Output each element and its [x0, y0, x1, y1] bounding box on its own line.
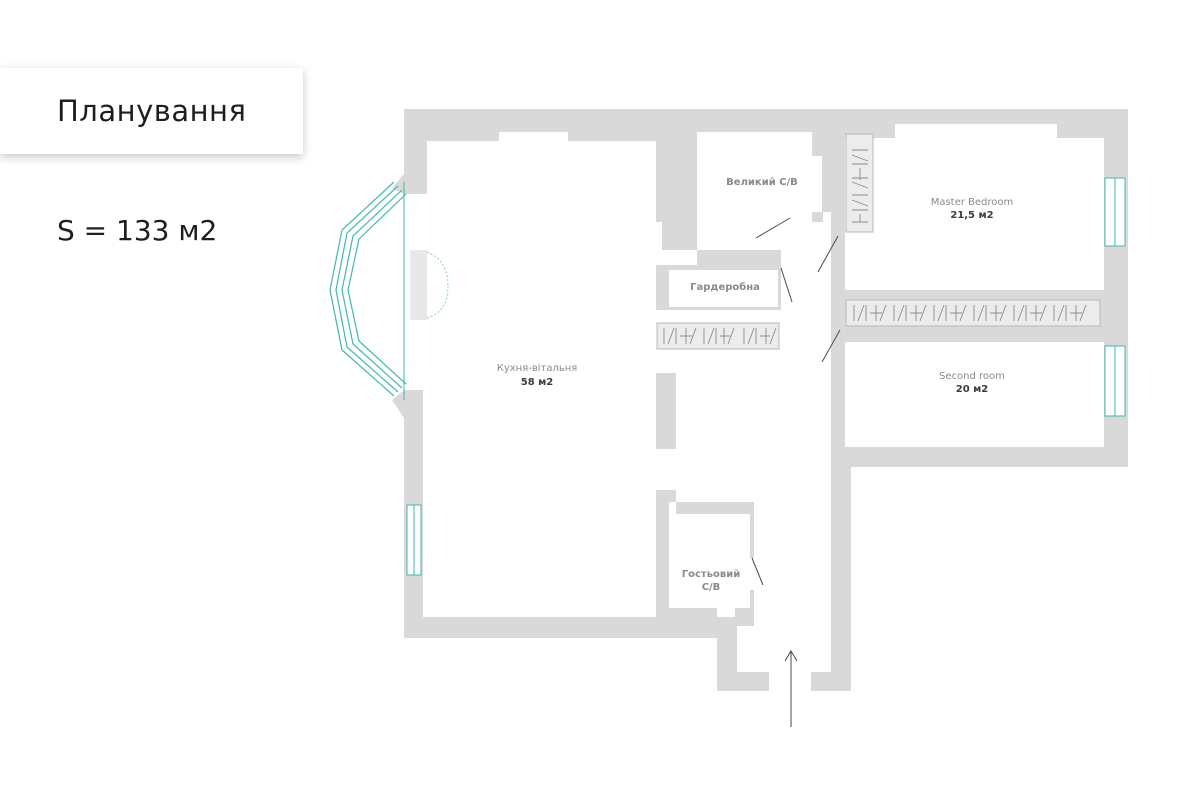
total-area: S = 133 м2 [57, 214, 218, 247]
bay-window [329, 174, 449, 418]
closets [656, 133, 1101, 350]
second-area: 20 м2 [956, 384, 989, 395]
kitchen-area: 58 м2 [521, 377, 554, 388]
windows [406, 177, 1126, 576]
kitchen-label: Кухня-вітальня [497, 362, 578, 374]
guest-bath-label: Гостьовий [682, 569, 741, 580]
wardrobe-label: Гардеробна [690, 281, 760, 293]
master-label: Master Bedroom [931, 197, 1014, 208]
second-label: Second room [939, 371, 1005, 382]
room-floors [427, 124, 1104, 672]
master-area: 21,5 м2 [950, 210, 993, 221]
entrance-arrow [784, 650, 798, 727]
page-title: Планування [57, 94, 247, 128]
title-card: Планування [0, 68, 303, 154]
doors [751, 217, 841, 586]
big-bath-label: Великий С/В [726, 177, 798, 188]
guest-bath-label-2: С/В [702, 582, 721, 593]
